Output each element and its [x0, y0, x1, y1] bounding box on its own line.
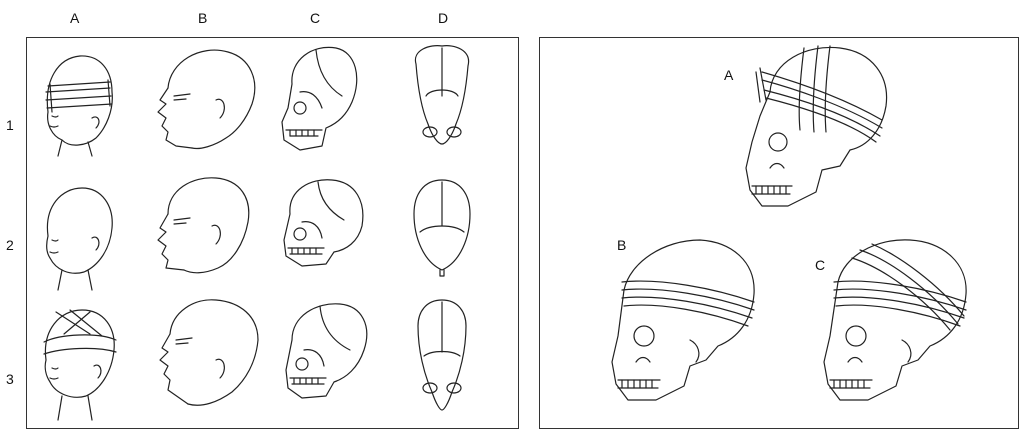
infant-head-2 [47, 188, 113, 290]
skull-elongated-3 [286, 304, 367, 398]
bound-skull-b [612, 240, 754, 400]
bound-skull-c [824, 240, 966, 400]
adult-head-2 [158, 178, 249, 273]
infant-head-bound-3 [44, 310, 116, 420]
skull-top-view-3 [418, 300, 466, 410]
skull-top-view-2 [414, 180, 470, 276]
bound-skull-a [746, 46, 887, 206]
adult-head-elongated-1 [158, 50, 255, 148]
skull-top-view-1 [415, 46, 468, 144]
adult-head-elongated-3 [160, 300, 258, 405]
skull-elongated-1 [282, 47, 357, 150]
skull-2 [284, 180, 363, 266]
infant-head-bound-1 [46, 56, 112, 156]
